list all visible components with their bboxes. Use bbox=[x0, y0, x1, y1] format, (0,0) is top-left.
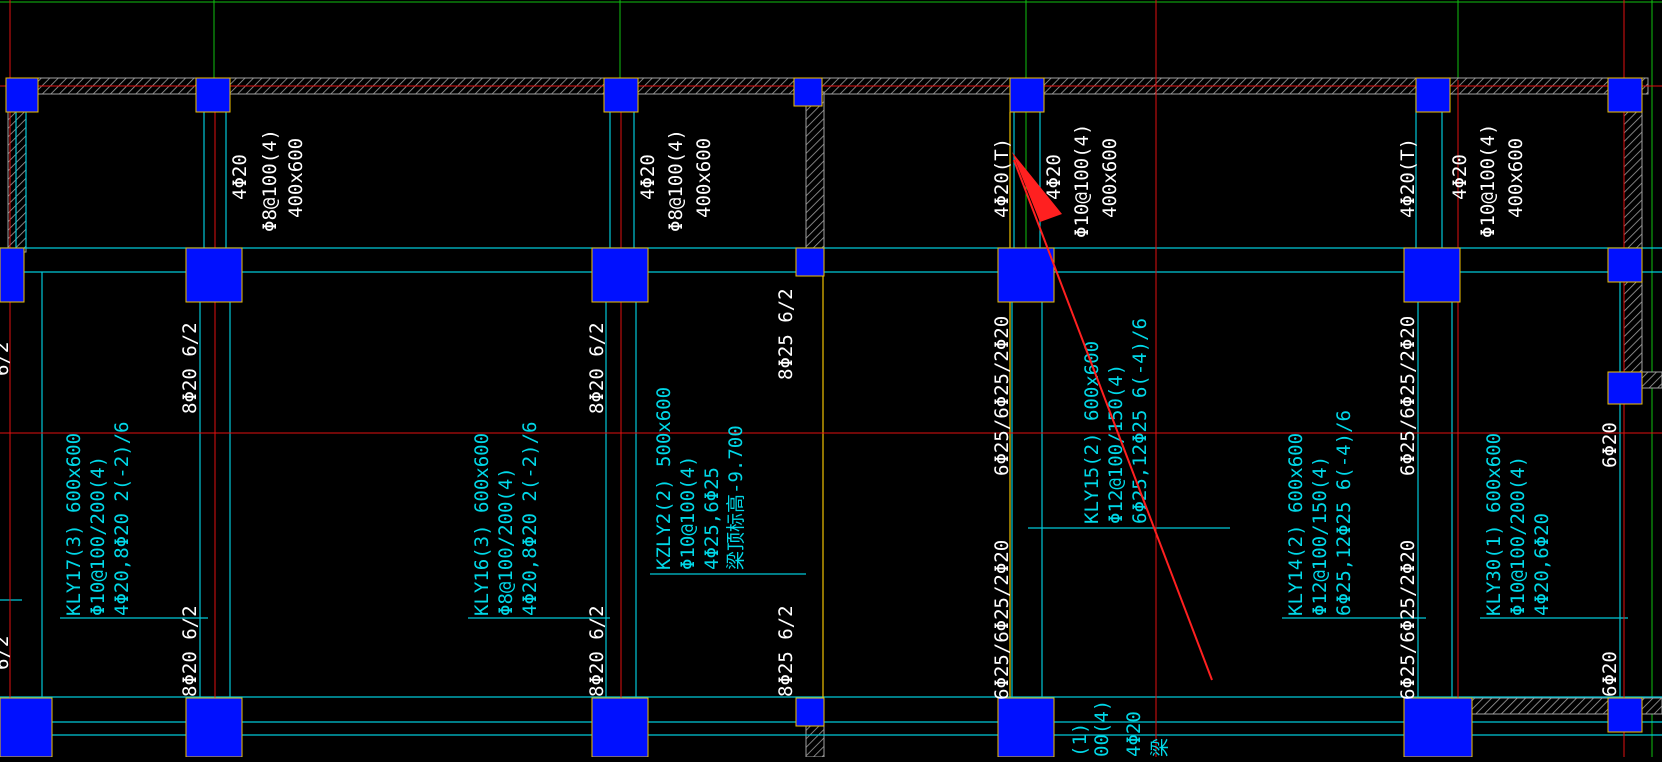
column[interactable] bbox=[0, 697, 53, 758]
column[interactable] bbox=[1403, 697, 1473, 758]
rebar-label: 8Φ20 6/2 bbox=[586, 605, 608, 697]
beam-label-line2: Φ12@100/150(4) bbox=[1105, 364, 1127, 524]
column-label-line3: 400x600 bbox=[285, 138, 307, 218]
column[interactable] bbox=[1403, 247, 1461, 303]
rebar-labels: 8Φ20 6/2 8Φ20 6/2 8Φ20 6/2 8Φ20 6/2 8Φ25… bbox=[0, 288, 1621, 700]
beam-label-line1: KLY14(2) 600x600 bbox=[1285, 433, 1307, 616]
beam-label-line1: KLY30(1) 600x600 bbox=[1483, 433, 1505, 616]
arrow-line bbox=[1013, 159, 1213, 681]
column-label-line2: Φ8@100(4) bbox=[665, 129, 687, 232]
beam-label-line1: KLY17(3) 600x600 bbox=[63, 433, 85, 616]
beam-label-line3: 4Φ20,8Φ20 2(-2)/6 bbox=[519, 422, 541, 616]
beam-label-line1: KLY15(2) 600x600 bbox=[1081, 341, 1103, 524]
left-wall bbox=[7, 91, 27, 253]
column-label-line1: 4Φ20 bbox=[637, 154, 659, 200]
column-label-line2: Φ10@100(4) bbox=[1071, 124, 1093, 238]
column[interactable] bbox=[5, 77, 39, 113]
beam-label-line3: 6Φ25,12Φ25 6(-4)/6 bbox=[1333, 410, 1355, 616]
rebar-label: 6Φ25/6Φ25/2Φ20 bbox=[991, 540, 1013, 700]
column[interactable] bbox=[1607, 247, 1643, 283]
column[interactable] bbox=[1607, 371, 1643, 405]
beam-label-line2: Φ10@100/200(4) bbox=[87, 456, 109, 616]
column[interactable] bbox=[1607, 77, 1643, 113]
right-lower-wall bbox=[1639, 371, 1662, 389]
column-label-line1: 4Φ20(T) bbox=[1397, 138, 1419, 218]
column[interactable] bbox=[1415, 77, 1451, 113]
column[interactable] bbox=[793, 77, 823, 107]
column-label-line1: 4Φ20(T) bbox=[991, 138, 1013, 218]
column[interactable] bbox=[997, 697, 1055, 758]
beam-label-line3: 4Φ25,6Φ25 bbox=[701, 467, 723, 570]
rebar-label: 6/2 bbox=[0, 342, 13, 376]
partial-label: 4Φ20 bbox=[1123, 711, 1145, 757]
rebar-label: 6Φ20 bbox=[1599, 651, 1621, 697]
column[interactable] bbox=[195, 77, 231, 113]
bottom-wall-left bbox=[805, 725, 825, 758]
annotation-arrow bbox=[1012, 152, 1213, 681]
arrow-head-icon bbox=[1012, 152, 1062, 222]
column-label-line3: 400x600 bbox=[1505, 138, 1527, 218]
column[interactable] bbox=[185, 247, 243, 303]
rebar-label: 8Φ20 6/2 bbox=[179, 322, 201, 414]
beam-label-line2: Φ8@100/200(4) bbox=[495, 467, 517, 616]
beam-labels: KLY17(3) 600x600 Φ10@100/200(4) 4Φ20,8Φ2… bbox=[63, 318, 1553, 757]
column-label-line3: 400x600 bbox=[693, 138, 715, 218]
partial-label: 00(4) bbox=[1091, 700, 1113, 757]
partial-label: 梁 bbox=[1149, 738, 1171, 757]
beam-label-line2: Φ10@100(4) bbox=[677, 456, 699, 570]
rebar-label: 6Φ20 bbox=[1599, 422, 1621, 468]
column-label-line2: Φ10@100(4) bbox=[1477, 124, 1499, 238]
beam-label-line4: 梁顶标高-9.700 bbox=[725, 425, 747, 570]
beam-label-line2: Φ10@100/200(4) bbox=[1507, 456, 1529, 616]
column[interactable] bbox=[591, 247, 649, 303]
beam-label-line3: 6Φ25,12Φ25 6(-4)/6 bbox=[1129, 318, 1151, 524]
beam-lines bbox=[0, 92, 1662, 736]
column[interactable] bbox=[603, 77, 639, 113]
rebar-label: 6Φ25/6Φ25/2Φ20 bbox=[991, 316, 1013, 476]
beam-label-line1: KLY16(3) 600x600 bbox=[471, 433, 493, 616]
rebar-label: 6Φ25/6Φ25/2Φ20 bbox=[1397, 316, 1419, 476]
column[interactable] bbox=[591, 697, 649, 758]
columns bbox=[0, 77, 1643, 758]
column-label-line1: 4Φ20 bbox=[229, 154, 251, 200]
rebar-label: 8Φ25 6/2 bbox=[775, 605, 797, 697]
column-label-line1: 4Φ20 bbox=[1043, 154, 1065, 200]
rebar-label: 6/2 bbox=[0, 636, 13, 670]
column-labels: 4Φ20 Φ8@100(4) 400x600 4Φ20 Φ8@100(4) 40… bbox=[229, 124, 1527, 238]
beam-label-line3: 4Φ20,8Φ20 2(-2)/6 bbox=[111, 422, 133, 616]
rebar-label: 8Φ20 6/2 bbox=[179, 605, 201, 697]
beam-label-line1: KZLY2(2) 500x600 bbox=[653, 387, 675, 570]
column-label-line2: Φ8@100(4) bbox=[259, 129, 281, 232]
rebar-label: 6Φ25/6Φ25/2Φ20 bbox=[1397, 540, 1419, 700]
column[interactable] bbox=[795, 697, 825, 727]
column[interactable] bbox=[997, 247, 1055, 303]
partial-label: (1) bbox=[1069, 723, 1091, 757]
beam-label-line2: Φ12@100/150(4) bbox=[1309, 456, 1331, 616]
rebar-label: 8Φ25 6/2 bbox=[775, 288, 797, 380]
column[interactable] bbox=[1009, 77, 1045, 113]
column-label-line1: 4Φ20 bbox=[1449, 154, 1471, 200]
yellow-beam-edges bbox=[822, 112, 1011, 700]
column[interactable] bbox=[795, 247, 825, 277]
column-label-line3: 400x600 bbox=[1099, 138, 1121, 218]
beam-label-line3: 4Φ20,6Φ20 bbox=[1531, 513, 1553, 616]
column[interactable] bbox=[1607, 697, 1643, 733]
column[interactable] bbox=[185, 697, 243, 758]
column[interactable] bbox=[0, 247, 25, 303]
rebar-label: 8Φ20 6/2 bbox=[586, 322, 608, 414]
right-wall bbox=[1623, 91, 1643, 393]
wall-segment bbox=[805, 91, 825, 253]
